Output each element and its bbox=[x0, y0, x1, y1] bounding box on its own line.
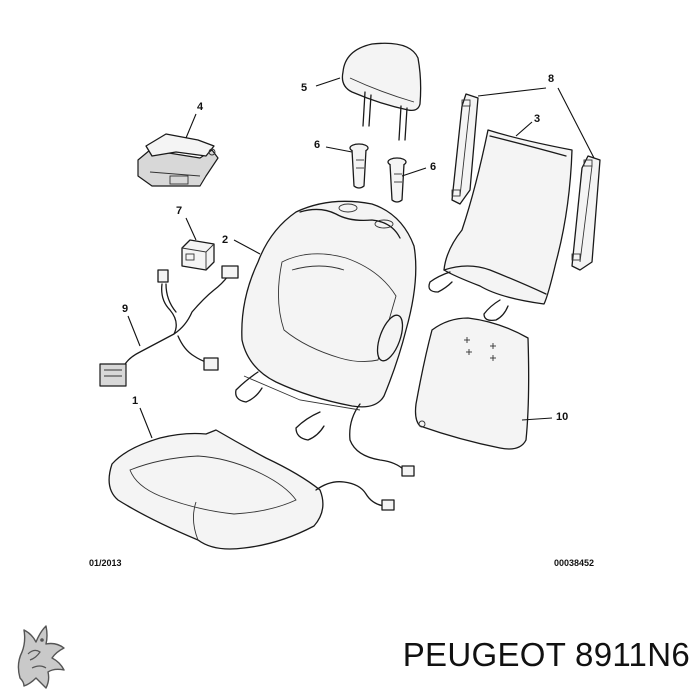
leader-2 bbox=[233, 239, 261, 255]
callout-6-right: 6 bbox=[430, 161, 436, 173]
leader-6a bbox=[325, 146, 353, 153]
leader-lines bbox=[127, 77, 595, 439]
leader-8b bbox=[557, 87, 595, 159]
peugeot-lion-icon bbox=[17, 625, 65, 689]
date-code: 01/2013 bbox=[89, 558, 122, 568]
reference-code: 00038452 bbox=[554, 558, 594, 568]
seat-module bbox=[137, 133, 219, 187]
headrest bbox=[341, 42, 422, 141]
headrest-guide-right bbox=[387, 157, 407, 203]
leader-9 bbox=[127, 315, 141, 347]
callout-8: 8 bbox=[548, 73, 554, 85]
callout-9: 9 bbox=[122, 303, 128, 315]
callout-4: 4 bbox=[197, 101, 204, 113]
callout-6-left: 6 bbox=[314, 139, 320, 151]
leader-7 bbox=[185, 217, 197, 241]
side-trim-right bbox=[571, 155, 601, 271]
leader-6b bbox=[401, 167, 427, 177]
leader-8a bbox=[477, 87, 547, 97]
callout-3: 3 bbox=[534, 113, 540, 125]
leader-5 bbox=[315, 77, 341, 87]
leader-1 bbox=[139, 407, 153, 439]
callout-5: 5 bbox=[301, 82, 307, 94]
brand-part-number: PEUGEOT 8911N6 bbox=[402, 636, 690, 673]
leader-10 bbox=[521, 417, 553, 421]
headrest-guide-left bbox=[349, 143, 369, 189]
rear-board bbox=[414, 317, 530, 450]
leader-3 bbox=[515, 121, 533, 137]
callout-10: 10 bbox=[556, 411, 568, 423]
callouts: 5 4 6 6 7 2 8 3 9 10 1 bbox=[122, 73, 568, 423]
callout-2: 2 bbox=[222, 234, 228, 246]
seat-cushion bbox=[108, 429, 395, 550]
connector-box bbox=[181, 239, 215, 271]
brand-footer: PEUGEOT 8911N6 bbox=[0, 612, 700, 692]
seat-back-panel bbox=[428, 129, 573, 322]
callout-7: 7 bbox=[176, 205, 182, 217]
seat-back bbox=[235, 200, 417, 477]
callout-1: 1 bbox=[132, 395, 138, 407]
leader-4 bbox=[185, 113, 197, 139]
side-trim-left bbox=[451, 93, 479, 205]
wiring-harness bbox=[99, 265, 239, 387]
